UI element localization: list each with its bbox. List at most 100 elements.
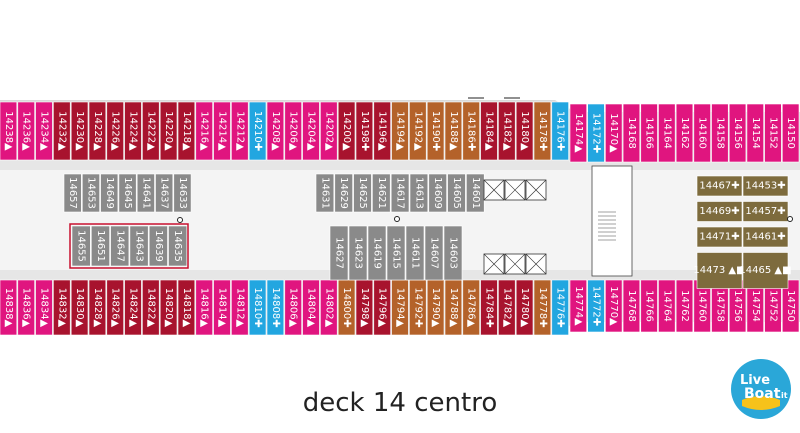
inner-mid-bottom-6[interactable]: 14603 [443, 225, 463, 281]
cabin-top-13[interactable]: 14212▲ [231, 101, 249, 161]
inner-right-cabin-0-1[interactable]: 14453✚ [742, 175, 789, 197]
cabin-bottom-28[interactable]: 14782▲ [498, 279, 516, 336]
cabin-top-21[interactable]: 14196▲ [373, 101, 391, 161]
cabin-top-27[interactable]: 14184▲ [480, 101, 498, 161]
cabin-top-7[interactable]: 14224▲ [124, 101, 142, 161]
inner-left-bottom-4[interactable]: 14639 [148, 225, 168, 267]
cabin-bottom-14[interactable]: 14810✚ [248, 279, 267, 336]
cabin-top-10[interactable]: 14218▲ [177, 101, 196, 161]
cabin-bottom-12[interactable]: 14814▲ [213, 279, 231, 336]
inner-right-cabin-1-0[interactable]: 14469✚ [696, 201, 743, 222]
inner-left-bottom-0[interactable]: 14655 [71, 225, 91, 267]
cabin-bottom-27[interactable]: 14784✚ [480, 279, 498, 336]
inner-right-cabin-3-1[interactable]: 14465 ▲■ [739, 252, 792, 289]
cabin-bottom-13[interactable]: 14812▲ [231, 279, 249, 336]
inner-right-cabin-1-1[interactable]: 14457✚ [742, 201, 789, 222]
inner-left-top-2[interactable]: 14649 [100, 173, 119, 213]
inner-mid-bottom-2[interactable]: 14619 [367, 225, 387, 281]
cabin-top-right-12[interactable]: 14150 [782, 103, 800, 163]
inner-left-top-0[interactable]: 14657 [63, 173, 82, 213]
cabin-bottom-right-3[interactable]: 14768 [622, 279, 641, 333]
cabin-bottom-right-12[interactable]: 14750 [782, 279, 800, 333]
cabin-top-right-5[interactable]: 14164 [658, 103, 676, 163]
cabin-bottom-25[interactable]: 14788▲ [444, 279, 463, 336]
cabin-bottom-19[interactable]: 14800✚ [337, 279, 356, 336]
cabin-top-6[interactable]: 14226▲ [106, 101, 124, 161]
inner-mid-top-3[interactable]: 14621 [372, 173, 391, 213]
cabin-bottom-right-4[interactable]: 14766 [640, 279, 658, 333]
cabin-bottom-24[interactable]: 14790▲ [426, 279, 445, 336]
cabin-top-29[interactable]: 14180▲ [515, 101, 534, 161]
cabin-top-4[interactable]: 14230▲ [70, 101, 89, 161]
inner-mid-bottom-1[interactable]: 14623 [348, 225, 368, 281]
cabin-bottom-29[interactable]: 14780▲ [515, 279, 534, 336]
cabin-bottom-right-2[interactable]: 14770▲ [605, 279, 623, 333]
inner-mid-bottom-5[interactable]: 14607 [424, 225, 444, 281]
cabin-bottom-20[interactable]: 14798▲ [355, 279, 374, 336]
cabin-top-11[interactable]: 14216▲ [195, 101, 213, 161]
inner-mid-top-6[interactable]: 14609 [428, 173, 447, 213]
cabin-top-20[interactable]: 14198✚ [355, 101, 374, 161]
inner-right-cabin-0-0[interactable]: 14467✚ [696, 175, 743, 197]
cabin-top-24[interactable]: 14190✚ [426, 101, 445, 161]
cabin-bottom-18[interactable]: 14802▲ [320, 279, 338, 336]
inner-left-bottom-1[interactable]: 14651 [91, 225, 110, 267]
cabin-top-right-4[interactable]: 14166 [640, 103, 658, 163]
cabin-top-16[interactable]: 14206▲ [284, 101, 302, 161]
cabin-bottom-15[interactable]: 14808✚ [266, 279, 285, 336]
inner-mid-top-5[interactable]: 14613 [409, 173, 429, 213]
inner-mid-top-4[interactable]: 14617 [390, 173, 410, 213]
cabin-top-22[interactable]: 14194▲ [391, 101, 409, 161]
cabin-top-0[interactable]: 14238▲ [0, 101, 18, 161]
cabin-top-right-3[interactable]: 14168 [622, 103, 641, 163]
cabin-bottom-30[interactable]: 14778✚ [533, 279, 552, 336]
cabin-top-15[interactable]: 14208▲ [266, 101, 285, 161]
cabin-bottom-11[interactable]: 14816▲ [195, 279, 213, 336]
cabin-top-18[interactable]: 14202▲ [320, 101, 338, 161]
cabin-bottom-21[interactable]: 14796▲ [373, 279, 391, 336]
cabin-bottom-22[interactable]: 14794▲ [391, 279, 409, 336]
cabin-bottom-23[interactable]: 14792✚ [409, 279, 427, 336]
cabin-bottom-6[interactable]: 14826▲ [106, 279, 124, 336]
inner-mid-bottom-3[interactable]: 14615 [386, 225, 406, 281]
cabin-top-right-7[interactable]: 14160 [693, 103, 711, 163]
inner-right-cabin-2-1[interactable]: 14461✚ [742, 226, 789, 248]
cabin-top-31[interactable]: 14176✚ [551, 101, 569, 161]
inner-mid-top-2[interactable]: 14625 [353, 173, 372, 213]
cabin-top-2[interactable]: 14234▲ [35, 101, 53, 161]
inner-mid-top-1[interactable]: 14629 [334, 173, 353, 213]
cabin-bottom-right-5[interactable]: 14764 [658, 279, 676, 333]
inner-left-bottom-3[interactable]: 14643 [129, 225, 149, 267]
inner-mid-bottom-0[interactable]: 14627 [329, 225, 349, 281]
cabin-top-12[interactable]: 14214▲ [213, 101, 231, 161]
cabin-top-right-0[interactable]: 14174▲ [569, 103, 587, 163]
inner-right-cabin-3-0[interactable]: 14473 ▲■ [693, 252, 746, 289]
cabin-bottom-8[interactable]: 14822▲ [142, 279, 160, 336]
inner-left-top-5[interactable]: 14637 [155, 173, 174, 213]
cabin-top-14[interactable]: 14210✚ [248, 101, 267, 161]
inner-left-top-6[interactable]: 14633 [173, 173, 192, 213]
cabin-top-5[interactable]: 14228▲ [88, 101, 107, 161]
cabin-bottom-7[interactable]: 14824▲ [124, 279, 142, 336]
cabin-top-30[interactable]: 14178✚ [533, 101, 552, 161]
cabin-top-right-11[interactable]: 14152 [764, 103, 782, 163]
cabin-bottom-3[interactable]: 14832▲ [53, 279, 71, 336]
cabin-top-right-10[interactable]: 14154 [746, 103, 764, 163]
cabin-top-right-9[interactable]: 14156 [728, 103, 747, 163]
cabin-bottom-2[interactable]: 14834▲ [35, 279, 53, 336]
cabin-top-1[interactable]: 14236▲ [17, 101, 35, 161]
inner-left-bottom-2[interactable]: 14647 [110, 225, 130, 267]
cabin-bottom-4[interactable]: 14830▲ [70, 279, 89, 336]
cabin-bottom-right-1[interactable]: 14772✚ [587, 279, 605, 333]
cabin-bottom-5[interactable]: 14828▲ [88, 279, 107, 336]
cabin-bottom-16[interactable]: 14806▲ [284, 279, 302, 336]
cabin-bottom-0[interactable]: 14838▲ [0, 279, 18, 336]
inner-left-bottom-5[interactable]: 14635 [168, 225, 188, 267]
inner-left-top-4[interactable]: 14641 [136, 173, 155, 213]
inner-mid-bottom-4[interactable]: 14611 [405, 225, 425, 281]
inner-mid-top-0[interactable]: 14631 [315, 173, 335, 213]
cabin-bottom-10[interactable]: 14818▲ [177, 279, 196, 336]
cabin-top-right-6[interactable]: 14162 [675, 103, 694, 163]
cabin-bottom-1[interactable]: 14836▲ [17, 279, 35, 336]
cabin-top-right-2[interactable]: 14170▲ [605, 103, 623, 163]
